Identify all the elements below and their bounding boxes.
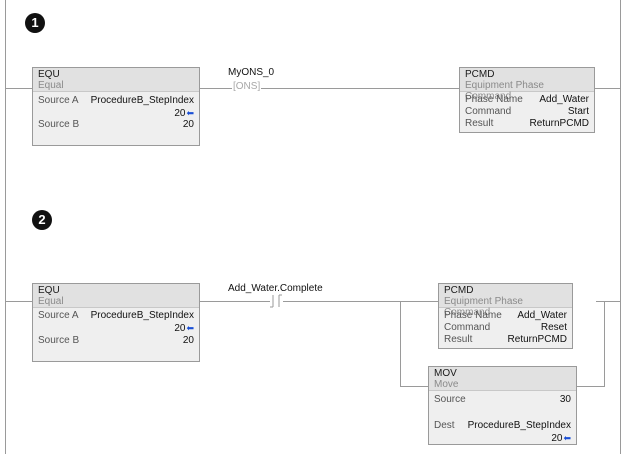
source-b-label: Source B xyxy=(38,119,80,130)
command-value[interactable]: Reset xyxy=(540,322,567,333)
source-b-label: Source B xyxy=(38,335,80,346)
mov-dest-live-value: 20⬅ xyxy=(551,432,571,445)
rung2-equ-block[interactable]: EQU Equal Source A ProcedureB_StepIndex … xyxy=(32,283,200,362)
result-value[interactable]: ReturnPCMD xyxy=(529,118,589,129)
mov-source-value[interactable]: 30 xyxy=(559,394,571,405)
ons-instruction[interactable]: [ONS] xyxy=(232,81,262,92)
instruction-name: EQU xyxy=(38,69,60,80)
source-a-live-value: 20⬅ xyxy=(174,322,194,335)
branch-right-vertical xyxy=(604,301,605,387)
rung-number-1: 1 xyxy=(25,13,45,33)
source-a-value-row: 20⬅ xyxy=(38,322,194,334)
xic-tag-name[interactable]: Add_Water.Complete xyxy=(228,283,323,294)
source-b-value[interactable]: 20 xyxy=(182,119,194,130)
rung-number-2: 2 xyxy=(32,210,52,230)
command-value[interactable]: Start xyxy=(567,106,589,117)
rung2-pcmd-block[interactable]: PCMD Equipment Phase Command Phase Name … xyxy=(438,283,573,349)
source-a-label: Source A xyxy=(38,310,79,321)
instruction-name: PCMD xyxy=(465,69,495,80)
instruction-description: Equal xyxy=(38,296,64,307)
phase-name-row: Phase Name Add_Water xyxy=(465,94,589,106)
ons-tag-name[interactable]: MyONS_0 xyxy=(228,67,275,78)
pcmd-header: PCMD Equipment Phase Command xyxy=(439,284,572,318)
phase-name-row: Phase Name Add_Water xyxy=(444,310,567,322)
instruction-name: PCMD xyxy=(444,285,474,296)
rung2-wire-right xyxy=(596,301,621,302)
phase-name-value[interactable]: Add_Water xyxy=(517,310,567,321)
value-arrow-icon: ⬅ xyxy=(563,433,571,443)
mov-dest-tag[interactable]: ProcedureB_StepIndex xyxy=(467,420,571,431)
mov-dest-value-row: 20⬅ xyxy=(434,432,571,444)
result-value[interactable]: ReturnPCMD xyxy=(507,334,567,345)
command-label: Command xyxy=(444,322,491,333)
source-b-value[interactable]: 20 xyxy=(182,335,194,346)
command-label: Command xyxy=(465,106,512,117)
phase-name-value[interactable]: Add_Water xyxy=(539,94,589,105)
right-power-rail xyxy=(620,0,621,454)
phase-name-label: Phase Name xyxy=(444,310,502,321)
source-a-live-value: 20⬅ xyxy=(174,107,194,120)
instruction-description: Equipment Phase Command xyxy=(465,80,544,102)
result-label: Result xyxy=(444,334,473,345)
result-row: Result ReturnPCMD xyxy=(444,334,567,346)
rung1-wire xyxy=(5,88,621,89)
instruction-description: Move xyxy=(434,379,459,390)
value-arrow-icon: ⬅ xyxy=(186,323,194,333)
source-b-row: Source B 20 xyxy=(38,119,194,131)
command-row: Command Start xyxy=(465,106,589,118)
phase-name-label: Phase Name xyxy=(465,94,523,105)
rung1-pcmd-block[interactable]: PCMD Equipment Phase Command Phase Name … xyxy=(459,67,595,133)
source-a-tag[interactable]: ProcedureB_StepIndex xyxy=(90,310,194,321)
source-a-value: 20 xyxy=(174,323,186,334)
mov-dest-row: Dest ProcedureB_StepIndex xyxy=(434,420,571,432)
instruction-name: MOV xyxy=(434,368,457,379)
source-b-row: Source B 20 xyxy=(38,335,194,347)
instruction-name: EQU xyxy=(38,285,60,296)
mov-dest-label: Dest xyxy=(434,420,455,431)
source-a-row: Source A ProcedureB_StepIndex xyxy=(38,95,194,107)
left-power-rail xyxy=(5,0,6,454)
xic-contact-icon[interactable] xyxy=(269,294,283,308)
mov-source-label: Source xyxy=(434,394,466,405)
source-a-row: Source A ProcedureB_StepIndex xyxy=(38,310,194,322)
branch-bottom-left xyxy=(400,386,428,387)
mov-header: MOV Move xyxy=(429,367,576,391)
rung2-wire-mid xyxy=(283,301,438,302)
equ-header: EQU Equal xyxy=(33,284,199,308)
pcmd-header: PCMD Equipment Phase Command xyxy=(460,68,594,102)
rung1-equ-block[interactable]: EQU Equal Source A ProcedureB_StepIndex … xyxy=(32,67,200,146)
source-a-value-row: 20⬅ xyxy=(38,107,194,119)
command-row: Command Reset xyxy=(444,322,567,334)
instruction-description: Equipment Phase Command xyxy=(444,296,523,318)
branch-bottom-right xyxy=(577,386,604,387)
result-label: Result xyxy=(465,118,494,129)
result-row: Result ReturnPCMD xyxy=(465,118,589,130)
equ-header: EQU Equal xyxy=(33,68,199,92)
branch-left-vertical xyxy=(400,301,401,387)
value-arrow-icon: ⬅ xyxy=(186,108,194,118)
mov-source-row: Source 30 xyxy=(434,394,571,406)
mov-dest-value: 20 xyxy=(551,433,563,444)
instruction-description: Equal xyxy=(38,80,64,91)
source-a-value: 20 xyxy=(174,108,186,119)
rung2-mov-block[interactable]: MOV Move Source 30 Dest ProcedureB_StepI… xyxy=(428,366,577,445)
source-a-tag[interactable]: ProcedureB_StepIndex xyxy=(90,95,194,106)
source-a-label: Source A xyxy=(38,95,79,106)
